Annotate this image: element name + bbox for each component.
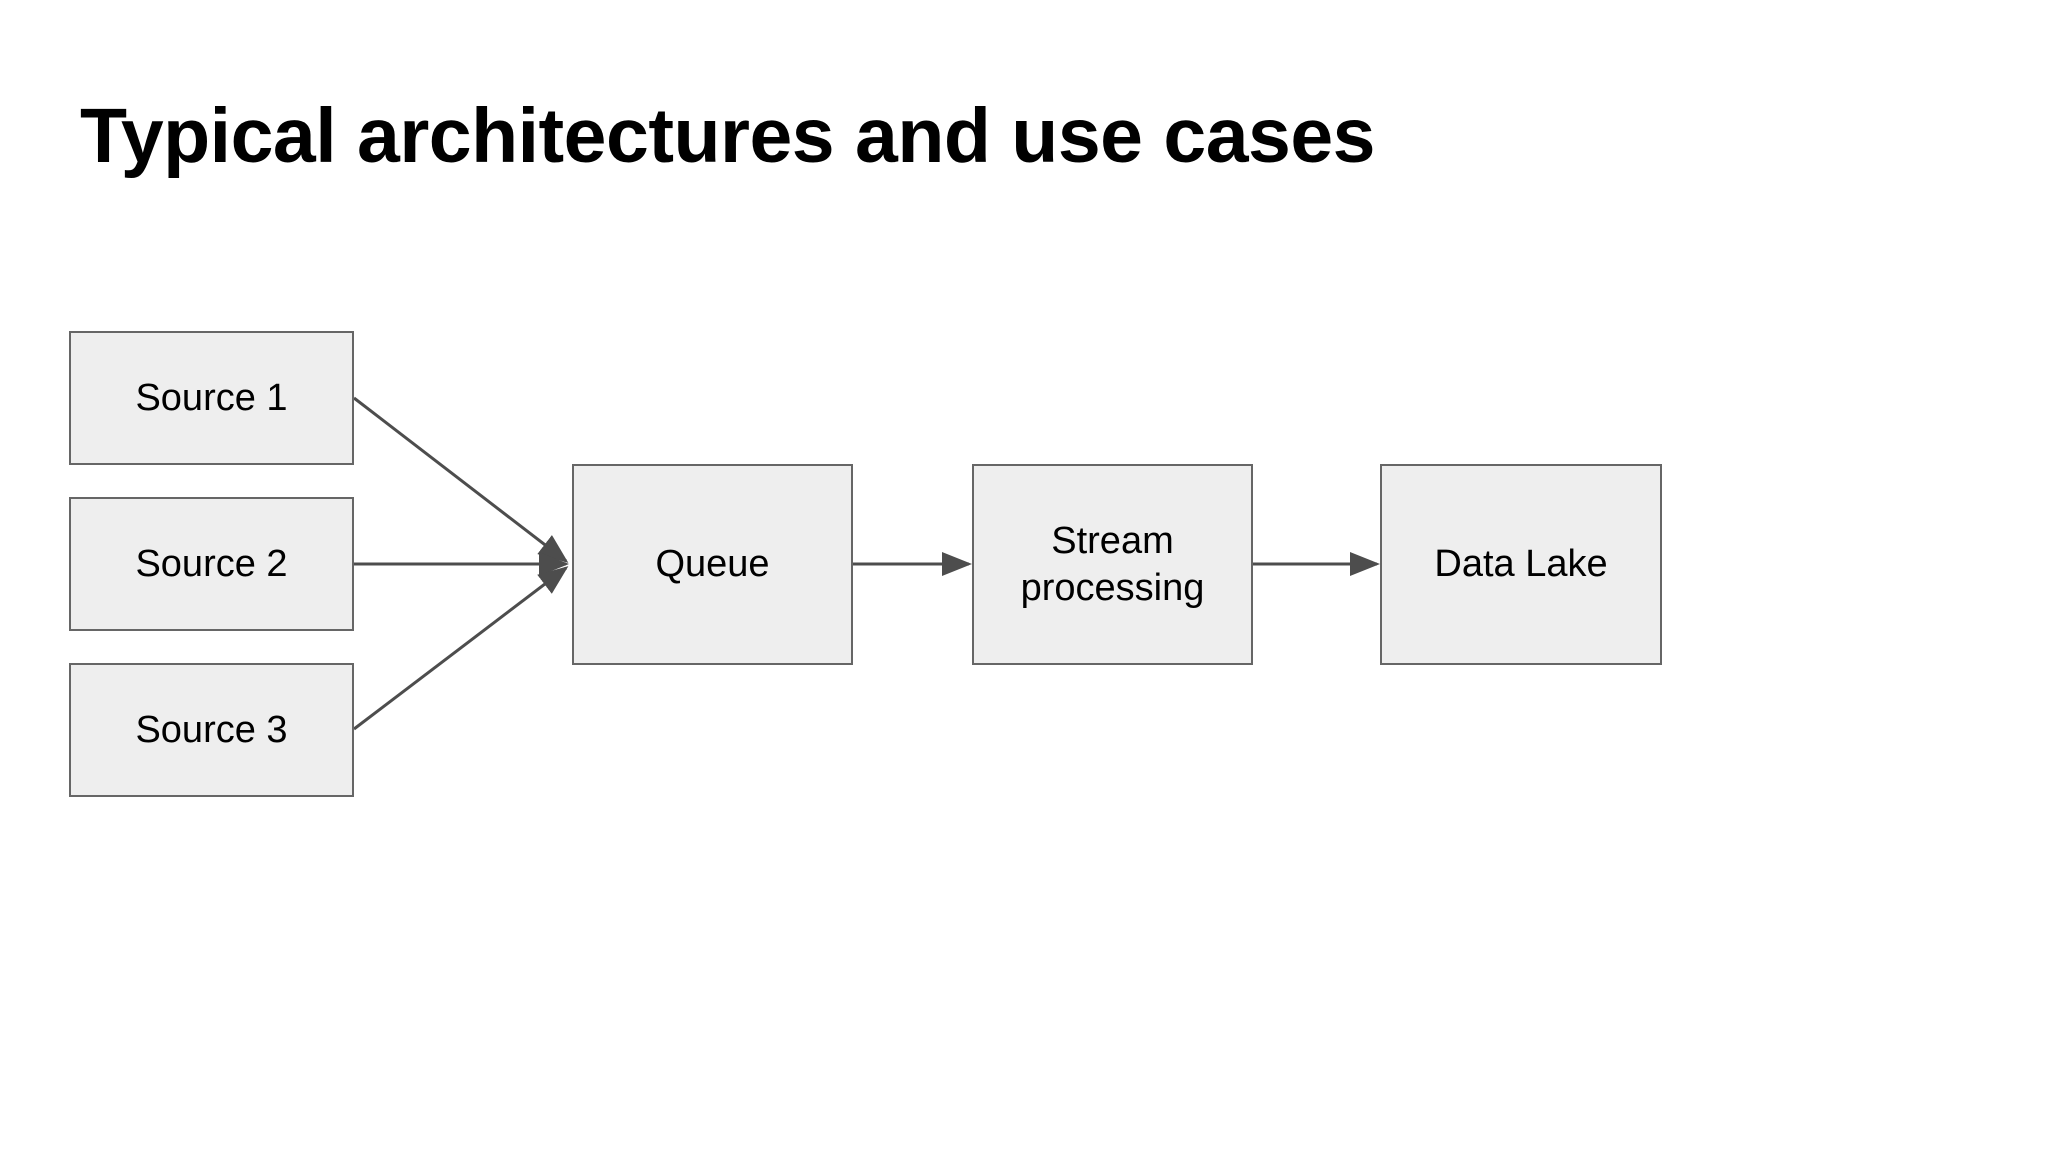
edge-source-1-to-queue	[353, 396, 569, 563]
node-queue[interactable]: Queue	[572, 464, 853, 665]
node-data-lake-label: Data Lake	[1434, 543, 1608, 586]
node-source-1[interactable]: Source 1	[69, 331, 354, 465]
node-source-3-label: Source 3	[135, 708, 288, 751]
edge-source-3-to-queue	[353, 566, 569, 731]
node-source-2[interactable]: Source 2	[69, 497, 354, 631]
node-source-2-label: Source 2	[135, 542, 288, 585]
node-stream-processing-label-line-2: processing	[1020, 566, 1205, 609]
page-title: Typical architectures and use cases	[80, 93, 1376, 179]
node-source-1-label: Source 1	[135, 376, 288, 419]
node-stream-processing[interactable]: Stream processing	[972, 464, 1253, 665]
node-queue-label: Queue	[655, 543, 770, 586]
node-stream-processing-label-line-1: Stream	[1051, 520, 1174, 563]
node-stream-processing-label: Stream processing	[1021, 518, 1205, 611]
node-data-lake[interactable]: Data Lake	[1380, 464, 1662, 665]
node-source-3[interactable]: Source 3	[69, 663, 354, 797]
